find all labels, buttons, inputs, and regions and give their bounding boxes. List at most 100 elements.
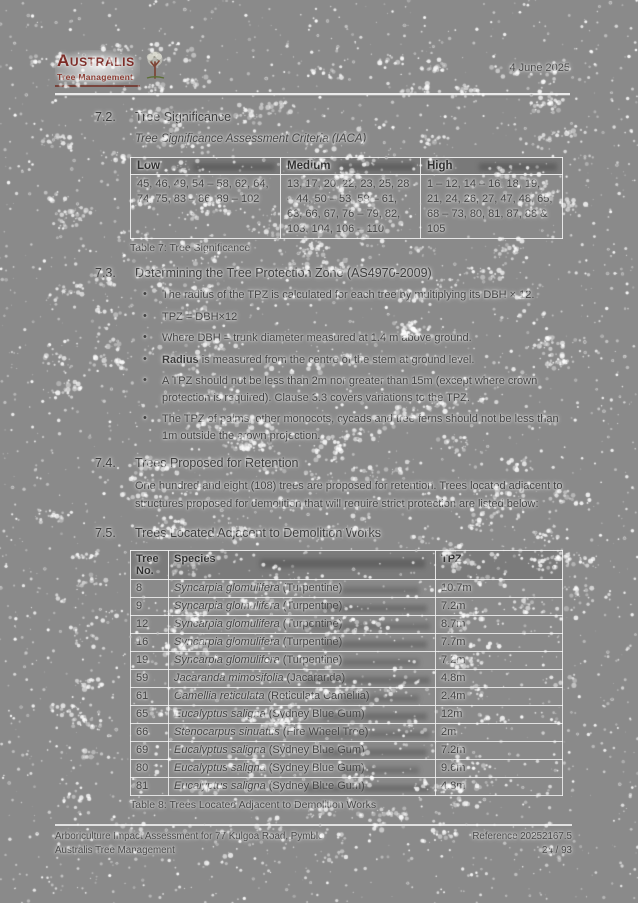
- section-number: 7.4.: [95, 456, 116, 471]
- species-cell: Stenocarpus sinuatus(Fire Wheel Tree): [168, 722, 436, 742]
- species-name: Syncarpia glomulifera: [174, 636, 280, 649]
- common-name: (Fire Wheel Tree): [282, 726, 369, 739]
- tpz-value: 2.4m: [435, 686, 563, 706]
- species-name: Eucalyptus saligna: [174, 780, 266, 793]
- table-row: 12 Syncarpia glomulifera(Turpentine) 8.7…: [130, 614, 563, 634]
- tpz-value: 7.2m: [435, 650, 563, 670]
- table-row: 81 Eucalyptus saligna(Sydney Blue Gum) 4…: [130, 776, 563, 796]
- common-name: (Sydney Blue Gum): [268, 780, 365, 793]
- column-header-high: High: [420, 157, 563, 175]
- list-item: A TPZ should not be less than 2m nor gre…: [135, 372, 570, 406]
- section-heading-73: 7.3. Determining the Tree Protection Zon…: [55, 266, 570, 280]
- bullet-text: Where DBH = trunk diameter measured at 1…: [162, 332, 472, 345]
- column-header-medium: Medium: [280, 157, 421, 175]
- tree-number: 66: [130, 722, 169, 742]
- bullet-lead: Radius: [162, 353, 199, 366]
- footer-page-number: 24 / 93: [542, 845, 572, 857]
- tree-number: 65: [130, 704, 169, 724]
- tpz-value: 9.6m: [435, 758, 563, 778]
- common-name: (Sydney Blue Gum): [268, 708, 365, 721]
- section-title: Determining the Tree Protection Zone (AS…: [135, 266, 432, 281]
- tpz-value: 10.7m: [435, 578, 563, 598]
- column-header-species: Species: [168, 549, 436, 580]
- tpz-value: 2m: [435, 722, 563, 742]
- section-title: Trees Proposed for Retention: [135, 456, 299, 471]
- table-row: 69 Eucalyptus saligna(Sydney Blue Gum) 7…: [130, 740, 563, 760]
- species-cell: Jacaranda mimosifolia(Jacaranda): [168, 668, 436, 688]
- tpz-value: 7.2m: [435, 596, 563, 616]
- tree-number: 80: [130, 758, 169, 778]
- assessment-criteria-subtitle: Tree Significance Assessment Criteria (I…: [135, 133, 367, 145]
- species-name: Syncarpia glomulifera: [174, 600, 280, 613]
- table-row: 9 Syncarpia glomulifera(Turpentine) 7.2m: [130, 596, 563, 616]
- tpz-bullet-list: The radius of the TPZ is calculated for …: [135, 286, 570, 444]
- common-name: (Sydney Blue Gum): [268, 762, 365, 775]
- species-cell: Eucalyptus saligna(Sydney Blue Gum): [168, 758, 436, 778]
- section-heading-74: 7.4. Trees Proposed for Retention: [55, 456, 570, 470]
- species-cell: Eucalyptus saligna(Sydney Blue Gum): [168, 740, 436, 760]
- tree-number: 12: [130, 614, 169, 634]
- table-header-row: Tree No. Species TPZ: [130, 549, 563, 580]
- tpz-value: 7.7m: [435, 632, 563, 652]
- section-title: Trees Located Adjacent to Demolition Wor…: [135, 525, 381, 540]
- table8-caption: Table 8: Trees Located Adjacent to Demol…: [130, 798, 377, 811]
- brand-tagline: Tree Management: [57, 72, 134, 82]
- species-name: Eucalyptus saligna: [174, 762, 266, 775]
- tree-number: 19: [130, 650, 169, 670]
- common-name: (Turpentine): [282, 636, 343, 649]
- section-number: 7.5.: [95, 525, 116, 540]
- species-cell: Eucalyptus saligna(Sydney Blue Gum): [168, 776, 436, 796]
- tpz-value: 7.2m: [435, 740, 563, 760]
- report-date: 4 June 2025: [509, 62, 570, 74]
- list-item: Where DBH = trunk diameter measured at 1…: [135, 329, 570, 347]
- species-name: Jacaranda mimosifolia: [174, 672, 284, 685]
- common-name: (Sydney Blue Gum): [268, 744, 365, 757]
- column-header-low: Low: [130, 157, 281, 175]
- header-divider: [55, 93, 570, 98]
- demolition-adjacent-trees-table: Tree No. Species TPZ 8 Syncarpia glomuli…: [130, 549, 563, 796]
- section-heading-72: 7.2. Tree Significance: [55, 110, 570, 124]
- common-name: (Turpentine): [282, 654, 343, 667]
- section-number: 7.2.: [95, 110, 116, 124]
- list-item: The TPZ of palms, other monocots, cycads…: [135, 410, 570, 444]
- tree-number: 69: [130, 740, 169, 760]
- tree-number: 16: [130, 632, 169, 652]
- tree-icon: [146, 51, 164, 79]
- species-name: Syncarpia glomulifera: [174, 654, 280, 667]
- logo-text: Australis Tree Management: [55, 50, 140, 87]
- tpz-value: 12m: [435, 704, 563, 724]
- retention-paragraph: One hundred and eight (108) trees are pr…: [135, 480, 563, 510]
- table-row: 19 Syncarpia glomulifera(Turpentine) 7.2…: [130, 650, 563, 670]
- tree-number: 8: [130, 578, 169, 598]
- column-header-tree-no: Tree No.: [130, 549, 169, 580]
- species-name: Eucalyptus saligna: [174, 708, 266, 721]
- species-name: Camellia reticulata: [174, 690, 265, 703]
- table-row: 59 Jacaranda mimosifolia(Jacaranda) 4.8m: [130, 668, 563, 688]
- common-name: (Turpentine): [282, 600, 343, 613]
- column-header-tpz: TPZ: [435, 549, 563, 580]
- common-name: (Jacaranda): [286, 672, 346, 685]
- section-heading-75: 7.5. Trees Located Adjacent to Demolitio…: [55, 526, 570, 540]
- tree-number: 9: [130, 596, 169, 616]
- common-name: (Turpentine): [282, 582, 343, 595]
- bullet-text: The TPZ of palms, other monocots, cycads…: [162, 413, 559, 442]
- species-name: Eucalyptus saligna: [174, 744, 266, 757]
- footer-right: Reference 20252167.5 24 / 93: [472, 830, 572, 859]
- section-number: 7.3.: [95, 266, 116, 281]
- footer-reference: Reference 20252167.5: [472, 830, 572, 842]
- species-cell: Eucalyptus saligna(Sydney Blue Gum): [168, 704, 436, 724]
- bullet-text: TPZ = DBH×12: [162, 310, 238, 323]
- bullet-text: A TPZ should not be less than 2m nor gre…: [162, 375, 538, 404]
- footer-company: Australis Tree Management: [55, 845, 175, 857]
- table-row: 66 Stenocarpus sinuatus(Fire Wheel Tree)…: [130, 722, 563, 742]
- tree-number: 61: [130, 686, 169, 706]
- species-name: Stenocarpus sinuatus: [174, 726, 280, 739]
- bullet-text: is measured from the centre of the stem …: [198, 353, 475, 366]
- list-item: TPZ = DBH×12: [135, 308, 570, 326]
- list-item: The radius of the TPZ is calculated for …: [135, 286, 570, 304]
- brand-name: Australis: [57, 51, 135, 70]
- tpz-value: 4.8m: [435, 776, 563, 796]
- tree-significance-table: Low Medium High 45, 46, 49, 54 – 58, 62,…: [130, 157, 563, 240]
- table-row: 61 Camellia reticulata(Reticulata Camell…: [130, 686, 563, 706]
